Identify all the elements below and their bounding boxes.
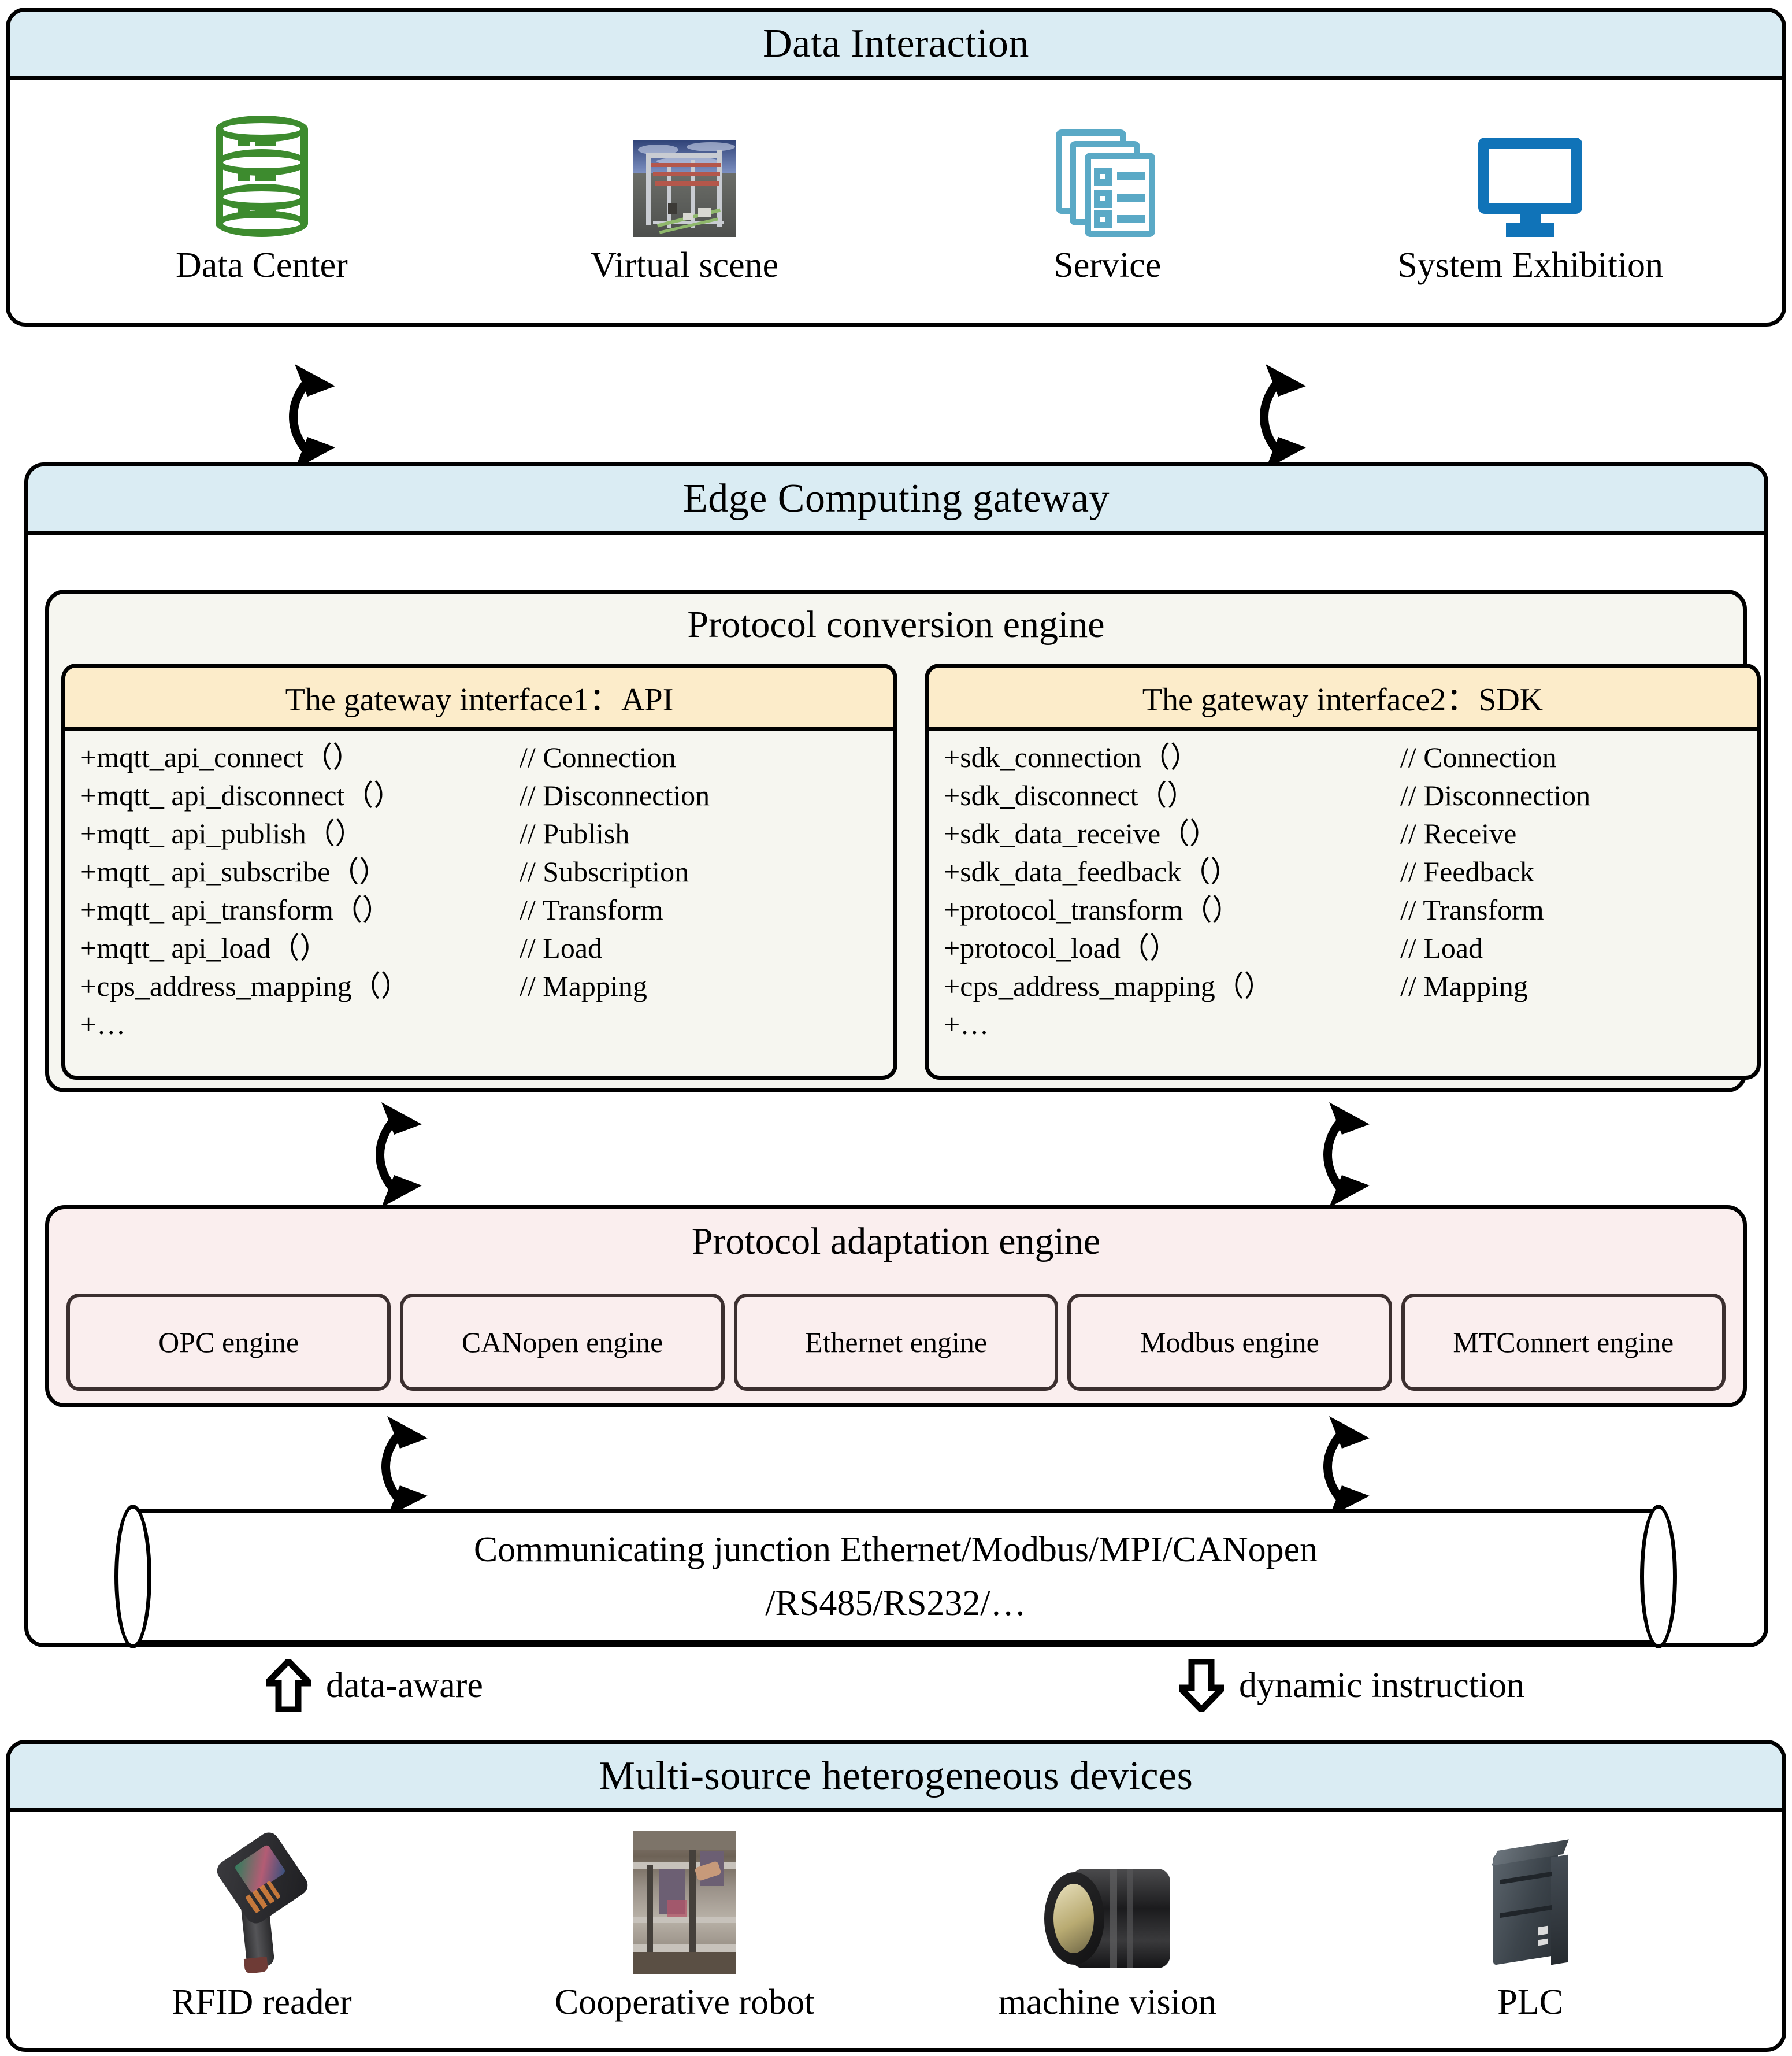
data-interaction-panel: Data Interaction <box>6 8 1786 327</box>
engine-modbus[interactable]: Modbus engine <box>1067 1294 1392 1391</box>
method-row: +protocol_transform（） // Transform <box>944 894 1544 926</box>
device-item-cooperative-robot[interactable]: Cooperative robot <box>511 1822 858 2023</box>
gateway-interface-api-methods: +mqtt_api_connect（） // Connection +mqtt_… <box>65 731 893 1043</box>
flow-data-aware: data-aware <box>266 1659 483 1712</box>
device-item-machine-vision[interactable]: machine vision <box>934 1822 1281 2023</box>
method-row: +mqtt_ api_load（） // Load <box>80 932 603 964</box>
connector-arrow-right <box>1260 364 1306 469</box>
engine-canopen[interactable]: CANopen engine <box>400 1294 725 1391</box>
data-interaction-body: Data Center <box>10 80 1782 323</box>
method-row: +… <box>944 1008 989 1040</box>
protocol-engine-list: OPC engine CANopen engine Ethernet engin… <box>66 1294 1726 1391</box>
method-row: +protocol_load（） // Load <box>944 932 1483 964</box>
device-item-rfid-reader[interactable]: RFID reader <box>88 1822 435 2023</box>
method-row: +sdk_disconnect（） // Disconnection <box>944 779 1591 812</box>
data-interaction-item-label: Service <box>1053 246 1162 285</box>
virtual-scene-thumbnail <box>633 104 736 237</box>
device-item-label: RFID reader <box>172 1983 352 2022</box>
block-arrow-down-icon <box>1179 1659 1224 1712</box>
devices-body: RFID reader <box>10 1812 1782 2048</box>
data-interaction-item-service[interactable]: Service <box>934 104 1281 286</box>
data-interaction-icon-row: Data Center <box>10 80 1782 323</box>
method-row: +sdk_connection（） // Connection <box>944 741 1557 773</box>
devices-panel: Multi-source heterogeneous devices RFID … <box>6 1740 1786 2052</box>
plc-module-photo <box>1483 1822 1578 1974</box>
data-interaction-item-system-exhibition[interactable]: System Exhibition <box>1357 104 1704 286</box>
engine-ethernet[interactable]: Ethernet engine <box>733 1294 1059 1391</box>
communicating-junction: Communicating junction Ethernet/Modbus/M… <box>114 1505 1677 1648</box>
protocol-conversion-engine-title: Protocol conversion engine <box>687 603 1105 646</box>
edge-gateway-title: Edge Computing gateway <box>28 466 1764 535</box>
connector-arrow-right-3 <box>1323 1416 1370 1517</box>
method-row: +mqtt_api_connect（） // Connection <box>80 741 676 773</box>
connector-arrow-left-2 <box>376 1102 422 1207</box>
method-row: +… <box>80 1008 126 1040</box>
communicating-junction-line1: Communicating junction Ethernet/Modbus/M… <box>473 1529 1318 1569</box>
gateway-interface-sdk[interactable]: The gateway interface2：SDK +sdk_connecti… <box>925 664 1761 1080</box>
method-row: +mqtt_ api_publish（） // Publish <box>80 817 630 850</box>
devices-title: Multi-source heterogeneous devices <box>10 1744 1782 1812</box>
flow-label: dynamic instruction <box>1239 1665 1525 1705</box>
devices-icon-row: RFID reader <box>10 1812 1782 2048</box>
database-icon <box>215 104 308 237</box>
monitor-icon <box>1478 104 1583 237</box>
engine-mtconnert[interactable]: MTConnert engine <box>1401 1294 1726 1391</box>
protocol-adaptation-engine-title: Protocol adaptation engine <box>691 1220 1101 1262</box>
method-row: +cps_address_mapping（） // Mapping <box>80 970 647 1002</box>
method-row: +sdk_data_receive（） // Receive <box>944 817 1517 850</box>
method-row: +cps_address_mapping（） // Mapping <box>944 970 1528 1002</box>
cooperative-robot-photo <box>633 1822 736 1974</box>
communicating-junction-line2: /RS485/RS232/… <box>765 1583 1026 1623</box>
camera-lens-photo <box>1041 1822 1174 1974</box>
engine-opc[interactable]: OPC engine <box>66 1294 391 1391</box>
gateway-interface-sdk-methods: +sdk_connection（） // Connection +sdk_dis… <box>929 731 1757 1043</box>
device-item-plc[interactable]: PLC <box>1357 1822 1704 2023</box>
flow-label: data-aware <box>326 1665 483 1705</box>
connector-arrow-left-3 <box>381 1416 428 1517</box>
method-row: +mqtt_ api_disconnect（） // Disconnection <box>80 779 710 812</box>
gateway-interface-sdk-header: The gateway interface2：SDK <box>929 668 1757 731</box>
method-row: +mqtt_ api_subscribe（） // Subscription <box>80 855 689 888</box>
method-row: +mqtt_ api_transform（） // Transform <box>80 894 663 926</box>
method-row: +sdk_data_feedback（） // Feedback <box>944 855 1534 888</box>
connector-arrow-left <box>289 364 335 469</box>
data-interaction-item-virtual-scene[interactable]: Virtual scene <box>511 104 858 286</box>
flow-dynamic-instruction: dynamic instruction <box>1179 1659 1524 1712</box>
data-interaction-item-label: Virtual scene <box>591 246 779 285</box>
data-interaction-item-data-center[interactable]: Data Center <box>88 104 435 286</box>
protocol-adaptation-engine: Protocol adaptation engine OPC engine CA… <box>45 1205 1747 1407</box>
data-interaction-title: Data Interaction <box>10 12 1782 80</box>
data-interaction-item-label: Data Center <box>175 246 348 285</box>
device-item-label: Cooperative robot <box>554 1983 815 2022</box>
device-item-label: machine vision <box>998 1983 1216 2022</box>
rfid-reader-photo <box>204 1822 320 1974</box>
gateway-interface-api[interactable]: The gateway interface1：API +mqtt_api_con… <box>61 664 897 1080</box>
device-item-label: PLC <box>1497 1983 1563 2022</box>
block-arrow-up-icon <box>266 1659 311 1712</box>
service-list-icon <box>1056 104 1159 237</box>
connector-arrow-right-2 <box>1323 1102 1370 1207</box>
gateway-interface-api-header: The gateway interface1：API <box>65 668 893 731</box>
data-interaction-item-label: System Exhibition <box>1397 246 1664 285</box>
